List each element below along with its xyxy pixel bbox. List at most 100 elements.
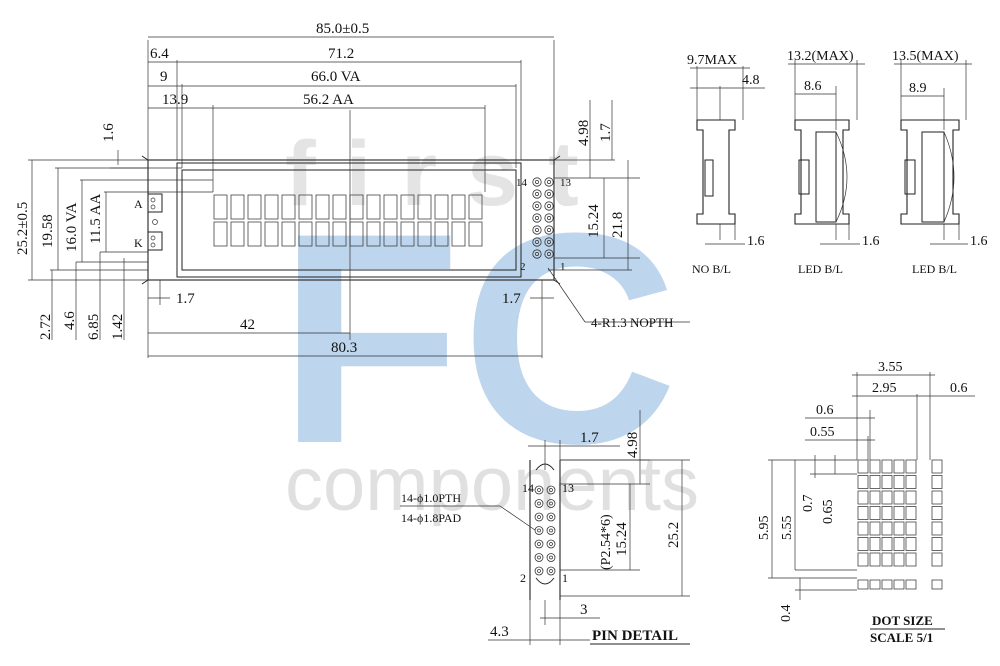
pd-pitch: (P2.54*6) (599, 514, 614, 570)
char-cell (247, 194, 262, 220)
pd-hole (537, 555, 541, 560)
dim-19-58: 19.58 (40, 214, 56, 248)
pin-detail: 14 13 2 1 1.7 4.98 14-ϕ1.0PTH 14-ϕ1. (400, 410, 690, 645)
pd-pin-13: 13 (562, 481, 574, 495)
dot-dim-2-95: 2.95 (872, 381, 897, 396)
dot (869, 475, 881, 489)
char-cell (213, 221, 228, 247)
pd-dim-3: 3 (580, 602, 588, 618)
dot-dim-5-55: 5.55 (780, 516, 795, 541)
dim-bottom-left-1-7: 1.7 (176, 291, 195, 307)
dot (893, 490, 905, 505)
pd-hole (549, 501, 553, 506)
side3-caption: LED B/L (912, 262, 957, 276)
dot-title: DOT SIZE (872, 613, 933, 628)
pin-pad (544, 201, 554, 211)
char-cell (332, 194, 347, 220)
char-cell (417, 221, 432, 247)
dot (893, 506, 905, 520)
dot-dim-5-95: 5.95 (757, 516, 772, 541)
dot (893, 579, 905, 590)
cathode-pad (147, 231, 163, 251)
dot-dim-gap-0-6: 0.6 (950, 381, 968, 396)
dim-aa-height: 11.5 AA (88, 194, 104, 244)
pd-pad (546, 539, 556, 549)
dot (869, 537, 881, 551)
character-cells (213, 194, 483, 247)
char-cell (264, 194, 279, 220)
char-cell (468, 194, 483, 220)
pin-pad (544, 237, 554, 247)
side1-caption: NO B/L (692, 262, 731, 276)
dot (857, 459, 869, 474)
dot (869, 552, 881, 567)
dim-80-3: 80.3 (331, 340, 357, 356)
pin-hole (547, 252, 551, 256)
pd-dim-25-2: 25.2 (666, 522, 682, 548)
side3-bottom: 1.6 (970, 234, 988, 249)
dot (881, 459, 893, 474)
char-cell (247, 221, 262, 247)
pin-pad (532, 177, 542, 187)
dot-dim-0-7: 0.7 (801, 495, 816, 513)
char-cell (230, 221, 245, 247)
pin-hole (535, 228, 539, 232)
dot-dim-0-6: 0.6 (816, 403, 834, 418)
side2-max: 13.2(MAX) (787, 49, 854, 64)
char-cell (213, 194, 228, 220)
dot (869, 506, 881, 520)
dim-9: 9 (160, 69, 168, 85)
pd-pad (546, 499, 556, 508)
pd-pad (546, 512, 556, 522)
dim-bottom-right-1-7: 1.7 (502, 291, 521, 307)
dot (905, 459, 917, 474)
dim-1-42: 1.42 (110, 314, 126, 340)
pin-pad (532, 225, 542, 235)
dot (857, 552, 869, 567)
dim-right-4-98: 4.98 (576, 120, 592, 146)
pin-14-label: 14 (516, 177, 528, 189)
watermark-logo: FC (278, 170, 678, 506)
anode-pad (147, 193, 163, 213)
pd-hole (549, 555, 553, 560)
dot-dim-0-4: 0.4 (779, 605, 794, 623)
char-cell (298, 221, 313, 247)
pin-hole (547, 180, 551, 184)
dot-grid (857, 459, 943, 590)
pd-pad (546, 566, 556, 576)
pin-hole (535, 204, 539, 208)
char-cell (417, 194, 432, 220)
side-view-no-bl: 9.7MAX 4.8 1.6 NO B/L (687, 53, 765, 276)
char-cell (332, 221, 347, 247)
hole-note: 4-R1.3 NOPTH (591, 315, 673, 330)
char-cell (434, 194, 449, 220)
char-cell (366, 194, 381, 220)
pin-detail-holes (534, 485, 556, 576)
pin-pad (544, 213, 554, 223)
dim-aa-width: 56.2 AA (303, 92, 354, 108)
side1-inner: 4.8 (742, 73, 760, 88)
pin-hole (535, 180, 539, 184)
dot (893, 552, 905, 567)
dot (869, 521, 881, 536)
char-cell (366, 221, 381, 247)
dim-va-height: 16.0 VA (64, 202, 80, 252)
pd-pad (546, 485, 556, 495)
dot (905, 537, 917, 551)
pin-hole (547, 216, 551, 220)
pd-hole (537, 515, 541, 519)
dot (881, 579, 893, 590)
pin-13-label: 13 (560, 177, 572, 189)
pd-title: PIN DETAIL (592, 628, 678, 644)
pin-hole (547, 240, 551, 244)
pin-header (532, 177, 554, 259)
side2-caption: LED B/L (798, 262, 843, 276)
dot-dim-3-55: 3.55 (878, 360, 903, 375)
dot-next-char (931, 475, 943, 489)
char-cell (315, 194, 330, 220)
pd-hole (537, 569, 541, 573)
dot (881, 475, 893, 489)
pd-pin-1: 1 (562, 571, 568, 585)
dot-next-char (931, 521, 943, 536)
dot (905, 490, 917, 505)
